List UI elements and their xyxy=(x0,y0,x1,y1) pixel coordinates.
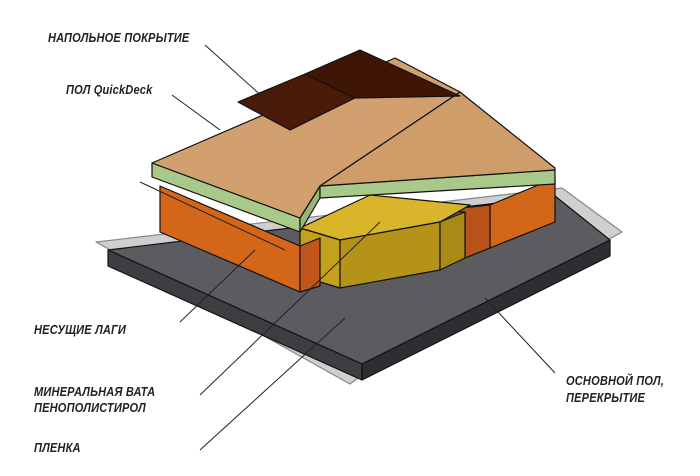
floor-covering-tile-2 xyxy=(304,49,461,99)
quickdeck-panel-right xyxy=(319,91,556,187)
label-base-2: ПЕРЕКРЫТИЕ xyxy=(566,390,646,405)
base-slab-front-right xyxy=(361,239,611,381)
label-insulation-1: МИНЕРАЛЬНАЯ ВАТА xyxy=(34,384,156,399)
label-insulation-2: ПЕНОПОЛИСТИРОЛ xyxy=(34,400,146,415)
joist-left-front xyxy=(299,237,321,293)
label-floor-covering: НАПОЛЬНОЕ ПОКРЫТИЕ xyxy=(48,30,190,45)
leader-lines xyxy=(139,44,556,451)
insulation-front-right xyxy=(439,211,466,271)
label-base-1: ОСНОВНОЙ ПОЛ, xyxy=(566,373,665,388)
label-joists: НЕСУЩИЕ ЛАГИ xyxy=(34,322,127,337)
label-film: ПЛЕНКА xyxy=(34,440,81,455)
label-quickdeck: ПОЛ QuickDeck xyxy=(66,82,153,97)
